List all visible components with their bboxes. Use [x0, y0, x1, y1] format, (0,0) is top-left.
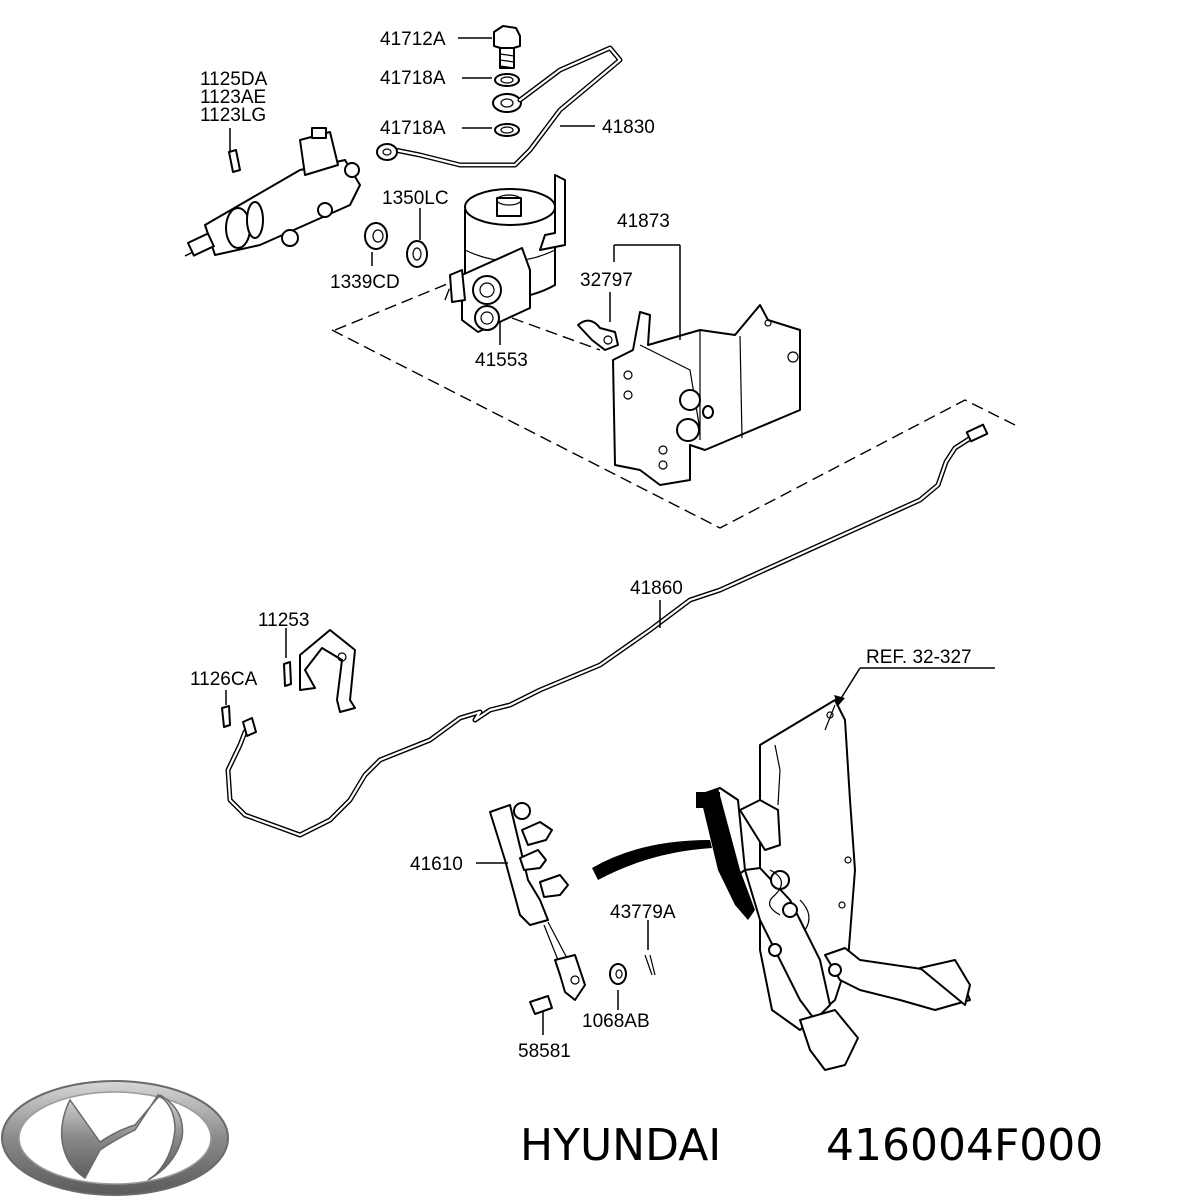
part-label-ref-32-327: REF. 32-327: [866, 647, 972, 668]
part-label-43779A: 43779A: [610, 902, 676, 923]
ref-arrowhead-icon: [834, 695, 845, 706]
pipe-41860-icon: [225, 423, 989, 838]
washer-1350LC-icon: [406, 240, 428, 268]
pedal-assembly-icon: [696, 699, 971, 1071]
leader-lines: [225, 37, 995, 1035]
part-label-41610: 41610: [410, 854, 463, 875]
part-label-41718A-bottom: 41718A: [380, 118, 446, 139]
washer-41718A-top-icon: [494, 73, 520, 87]
bracket-41873-icon: [612, 304, 801, 486]
assembly-arrow-icon: [592, 840, 712, 880]
part-label-41873: 41873: [617, 211, 670, 232]
washer-1068AB-icon: [609, 963, 627, 985]
hyundai-logo-icon: [1, 1080, 229, 1196]
part-label-1068AB: 1068AB: [582, 1011, 650, 1032]
bolt-41712A-icon: [493, 25, 521, 69]
part-label-1339CD: 1339CD: [330, 272, 400, 293]
nut-1339CD-icon: [364, 222, 388, 250]
part-label-41830: 41830: [602, 117, 655, 138]
slave-cylinder-icon: [184, 127, 361, 257]
cotter-pin-43779A-icon: [644, 954, 656, 976]
part-label-1126CA: 1126CA: [190, 669, 258, 690]
banjo-fitting-icon: [492, 93, 522, 113]
assembly-outline-dashed: [331, 281, 1016, 529]
part-label-41553: 41553: [475, 350, 528, 371]
part-label-58581: 58581: [518, 1041, 571, 1062]
part-label-1350LC: 1350LC: [382, 188, 449, 209]
caption-part-number: 416004F000: [826, 1120, 1103, 1171]
part-label-32797: 32797: [580, 270, 633, 291]
part-label-1125DA: 1125DA: [200, 69, 268, 90]
part-label-41712A: 41712A: [380, 29, 446, 50]
clutch-damper-icon: [449, 174, 566, 333]
master-cylinder-41610-icon: [489, 802, 586, 1001]
part-label-11253: 11253: [258, 610, 309, 631]
caption-brand: HYUNDAI: [520, 1120, 721, 1171]
pin-58581-icon: [529, 995, 553, 1015]
hose-41830-icon: [376, 45, 623, 168]
bracket-11253-icon: [221, 629, 356, 728]
part-label-1123LG: 1123LG: [200, 105, 266, 126]
part-label-1123AE: 1123AE: [200, 87, 266, 108]
clip-32797-icon: [577, 319, 619, 351]
part-label-41860: 41860: [630, 578, 683, 599]
part-label-41718A-top: 41718A: [380, 68, 446, 89]
washer-41718A-bottom-icon: [494, 123, 520, 137]
